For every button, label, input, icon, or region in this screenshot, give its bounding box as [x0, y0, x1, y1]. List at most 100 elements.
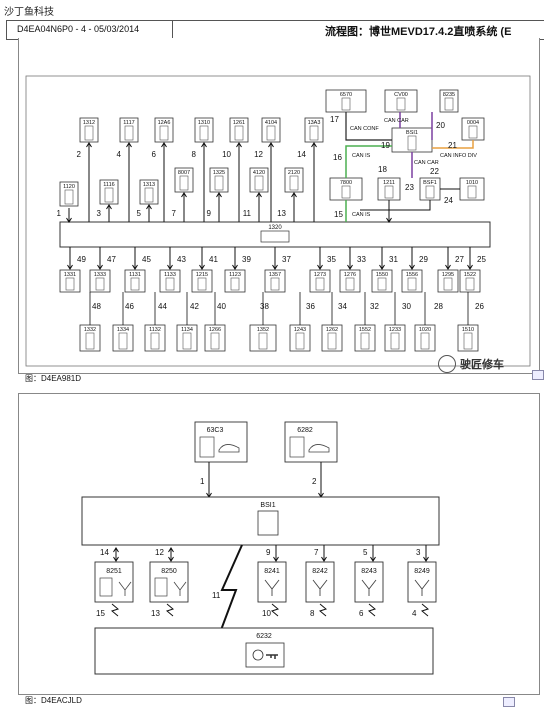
top-module-8007-box	[174, 167, 194, 193]
bottom-module-1352-code: 1352	[257, 327, 269, 333]
lower-module-1333-code: 1333	[94, 272, 106, 278]
net-module-8235-symbol-icon	[444, 97, 454, 111]
central-ecu-code: 1320	[268, 225, 282, 231]
lower-num-37: 37	[282, 255, 291, 264]
bottom-module-1233-symbol-icon	[390, 332, 400, 350]
bottom-module-1266-code: 1266	[209, 327, 221, 333]
d2-right-sub-10: 10	[262, 609, 271, 618]
lower-module-1550-box	[371, 269, 393, 293]
branch-num-44: 44	[158, 302, 167, 311]
lower-module-1295-symbol-icon	[443, 277, 453, 291]
lower-link-1215-arrowhead	[199, 264, 205, 270]
lower-num-35: 35	[327, 255, 336, 264]
top-link-num-11: 11	[243, 209, 252, 218]
d2-left-module-8250-chip-icon	[154, 577, 168, 597]
lower-module-1550-code: 1550	[376, 272, 388, 278]
top-module-12A6-box	[154, 117, 174, 143]
d2-top-module-63C3-car-icon	[218, 444, 240, 453]
bottom-module-1552-code: 1552	[359, 327, 371, 333]
net-module-6570-symbol-icon	[341, 97, 351, 111]
lower-module-1133-symbol-icon	[165, 277, 175, 291]
bottom-module-1020-code: 1020	[419, 327, 431, 333]
d2-left-num-14: 14	[100, 548, 109, 557]
top-module-1312-symbol-icon	[84, 125, 94, 141]
net-num-17: 17	[330, 115, 339, 124]
top-module-12A6-code: 12A6	[158, 120, 171, 126]
lower-link-1133-arrowhead	[167, 264, 173, 270]
doc-code: D4EA04N6P0 - 4 - 05/03/2014	[17, 24, 140, 34]
d2-right-num-3: 3	[416, 548, 421, 557]
bus-label-can-is: CAN IS	[352, 153, 371, 159]
net-num-22: 22	[430, 167, 439, 176]
lower-module-1357-code: 1357	[269, 272, 281, 278]
top-module-1261-symbol-icon	[234, 125, 244, 141]
lower-module-1295-code: 1295	[442, 272, 454, 278]
top-link-num-3: 3	[97, 209, 102, 218]
watermark-text: 驶匠修车	[460, 359, 504, 371]
link-23-line	[360, 200, 431, 211]
net-module-8235-box	[439, 89, 459, 113]
bottom-module-1132-code: 1132	[149, 327, 161, 333]
lower-module-1522-box	[459, 269, 481, 293]
branch-num-38: 38	[260, 302, 269, 311]
d2-top-module-6282-code: 6282	[297, 427, 313, 434]
lower-module-1295-box	[437, 269, 459, 293]
branch-num-32: 32	[370, 302, 379, 311]
lower-module-1276-box	[339, 269, 361, 293]
branch-num-42: 42	[190, 302, 199, 311]
top-link-1261-arrowhead	[236, 142, 242, 148]
d2-zigzag-num: 11	[212, 591, 221, 600]
bottom-module-1334-symbol-icon	[118, 332, 128, 350]
bottom-module-1352-symbol-icon	[258, 332, 268, 350]
branch-num-48: 48	[92, 302, 101, 311]
lower-module-1331-box	[59, 269, 81, 293]
top-module-4104-box	[261, 117, 281, 143]
expand-icon-2[interactable]	[503, 697, 515, 707]
lower-num-43: 43	[177, 255, 186, 264]
lower-num-47: 47	[107, 255, 116, 264]
top-module-1261-code: 1261	[233, 120, 245, 126]
d2-right-module-8241-antenna-icon	[264, 579, 280, 596]
top-module-1116-symbol-icon	[104, 187, 114, 203]
d2-bottom-module-lock-icon	[252, 649, 264, 661]
d2-right-sub-6: 6	[359, 609, 364, 618]
d2-top-module-63C3-box	[194, 421, 248, 463]
top-module-2120-symbol-icon	[289, 175, 299, 191]
top-link-4104-arrowhead	[268, 142, 274, 148]
bottom-module-1262-code: 1262	[326, 327, 338, 333]
top-module-13A3-box	[304, 117, 324, 143]
lower-module-1522-symbol-icon	[465, 277, 475, 291]
link-num-15: 15	[334, 210, 343, 219]
branch-num-34: 34	[338, 302, 347, 311]
top-module-4120-code: 4120	[253, 170, 265, 176]
lower-num-45: 45	[142, 255, 151, 264]
top-module-1117-box	[119, 117, 139, 143]
diagram1-inner-border	[25, 75, 531, 367]
d2-right-num-5: 5	[363, 548, 368, 557]
document-title: 流程图：博世MEVD17.4.2直喷系统 (E	[325, 26, 512, 38]
d2-right-link-8243-arrowhead	[370, 556, 376, 562]
top-module-4120-box	[249, 167, 269, 193]
net-module-BSI1-code: BSI1	[406, 130, 418, 136]
top-link-8007-arrowhead	[181, 192, 187, 198]
lower-num-29: 29	[419, 255, 428, 264]
lower-module-1333-symbol-icon	[95, 277, 105, 291]
lower-module-1331-code: 1331	[64, 272, 76, 278]
net-module-CV00-box	[384, 89, 418, 113]
d2-top-module-6282-switch-icon	[289, 436, 305, 458]
bottom-module-1262-symbol-icon	[327, 332, 337, 350]
d2-left-wireless-8251	[110, 603, 120, 617]
d2-top-module-63C3-code: 63C3	[207, 427, 224, 434]
top-link-num-13: 13	[277, 209, 286, 218]
lower-link-1556-arrowhead	[409, 264, 415, 270]
lower-module-1273-symbol-icon	[315, 277, 325, 291]
bottom-module-1134-symbol-icon	[182, 332, 192, 350]
lower-link-1131-arrowhead	[132, 264, 138, 270]
d2-bottom-module-key-icon	[266, 654, 278, 659]
lower-link-1333-arrowhead	[97, 264, 103, 270]
net-num-20: 20	[436, 121, 445, 130]
lower-num-41: 41	[209, 255, 218, 264]
lower-module-1276-code: 1276	[344, 272, 356, 278]
net-module-0004-symbol-icon	[468, 125, 478, 139]
